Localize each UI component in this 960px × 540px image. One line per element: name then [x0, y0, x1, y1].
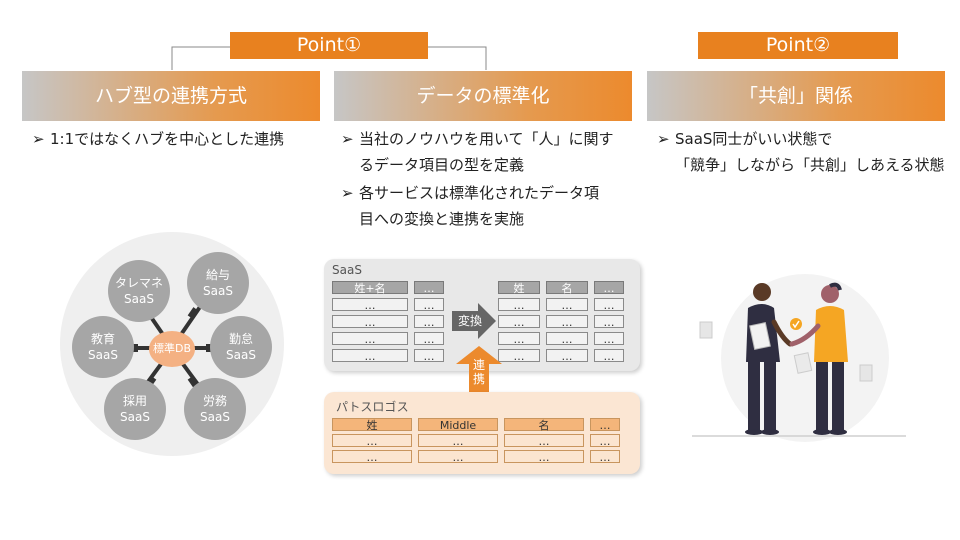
- bullet-hub-1: ➢1:1ではなくハブを中心とした連携: [32, 126, 284, 152]
- saas-left-cell: …: [332, 332, 408, 346]
- saas-left-head-more: …: [414, 281, 444, 295]
- saas-right-head-first: 名: [546, 281, 588, 295]
- point1-badge: Point①: [230, 32, 428, 59]
- bullet-cocreation-1: ➢SaaS同士がいい状態で 「競争」しながら「共創」しあえる状態: [657, 126, 945, 178]
- patosurogos-cell: …: [418, 434, 498, 448]
- saas-right-cell: …: [498, 332, 540, 346]
- bullet-arrow-icon: ➢: [341, 184, 354, 202]
- patosurogos-cell: …: [418, 450, 498, 464]
- patosurogos-head-first: 名: [504, 418, 584, 432]
- convert-label: 変換: [457, 314, 482, 328]
- patosurogos-box: パトスロゴス 姓 Middle 名 … … … … … … … … …: [324, 392, 640, 474]
- header-co-creation: 「共創」関係: [647, 71, 945, 121]
- link-label: 連携: [472, 358, 485, 386]
- header-data-standardization: データの標準化: [334, 71, 632, 121]
- convert-arrow-icon: [452, 303, 496, 339]
- saas-left-cell: …: [414, 349, 444, 363]
- saas-left-cell: …: [332, 315, 408, 329]
- patosurogos-label: パトスロゴス: [336, 400, 409, 414]
- saas-right-cell: …: [546, 332, 588, 346]
- saas-right-cell: …: [594, 349, 624, 363]
- saas-left-cell: …: [414, 332, 444, 346]
- saas-right-head-last: 姓: [498, 281, 540, 295]
- bullet-standard-1: ➢当社のノウハウを用いて「人」に関す るデータ項目の型を定義: [341, 126, 614, 178]
- hub-center-db: 標準DB: [149, 331, 195, 367]
- saas-left-cell: …: [414, 315, 444, 329]
- patosurogos-cell: …: [590, 450, 620, 464]
- patosurogos-head-more: …: [590, 418, 620, 432]
- patosurogos-cell: …: [332, 434, 412, 448]
- saas-right-cell: …: [546, 298, 588, 312]
- bullet-arrow-icon: ➢: [657, 130, 670, 148]
- saas-left-head-name: 姓+名: [332, 281, 408, 295]
- saas-right-head-more: …: [594, 281, 624, 295]
- patosurogos-head-last: 姓: [332, 418, 412, 432]
- saas-right-cell: …: [498, 298, 540, 312]
- saas-right-cell: …: [594, 332, 624, 346]
- patosurogos-cell: …: [590, 434, 620, 448]
- saas-left-cell: …: [414, 298, 444, 312]
- saas-box-label: SaaS: [332, 263, 362, 277]
- handshake-illustration: [692, 274, 906, 442]
- saas-right-cell: …: [546, 315, 588, 329]
- bullet-arrow-icon: ➢: [32, 130, 45, 148]
- saas-right-cell: …: [546, 349, 588, 363]
- saas-right-cell: …: [498, 349, 540, 363]
- saas-left-cell: …: [332, 298, 408, 312]
- saas-right-cell: …: [594, 315, 624, 329]
- patosurogos-head-middle: Middle: [418, 418, 498, 432]
- saas-right-cell: …: [594, 298, 624, 312]
- saas-left-cell: …: [332, 349, 408, 363]
- patosurogos-cell: …: [504, 434, 584, 448]
- saas-right-cell: …: [498, 315, 540, 329]
- patosurogos-cell: …: [504, 450, 584, 464]
- patosurogos-cell: …: [332, 450, 412, 464]
- point2-badge: Point②: [698, 32, 898, 59]
- header-hub-method: ハブ型の連携方式: [22, 71, 320, 121]
- bullet-arrow-icon: ➢: [341, 130, 354, 148]
- bullet-standard-2: ➢各サービスは標準化されたデータ項 目への変換と連携を実施: [341, 180, 599, 232]
